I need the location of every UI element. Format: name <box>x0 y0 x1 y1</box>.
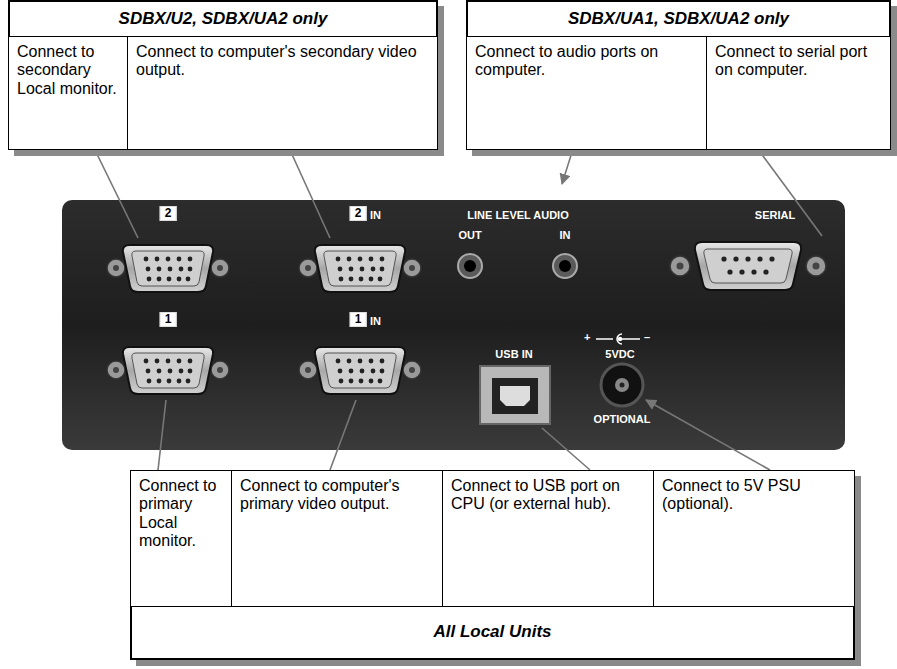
port-label: LINE LEVEL AUDIO <box>467 209 568 221</box>
callout-text: Connect to audio ports on computer. <box>475 43 698 80</box>
port-label: + <box>584 331 590 343</box>
group-heading: SDBX/U2, SDBX/UA2 only <box>10 2 436 36</box>
callout-box: Connect to USB port on CPU (or external … <box>442 470 654 607</box>
callout-text: Connect to 5V PSU (optional). <box>662 477 846 514</box>
audio-jacks <box>458 254 577 278</box>
vga-port <box>299 245 421 292</box>
group-heading: All Local Units <box>132 606 853 658</box>
callout-text: Connect to computer's secondary video ou… <box>136 43 429 80</box>
port-number: 1 <box>160 312 177 327</box>
polarity-symbol <box>596 334 640 344</box>
group-box: All Local Units Connect to primary Local … <box>130 470 855 660</box>
callout-box: Connect to secondary Local monitor. <box>8 36 128 150</box>
callout-box: Connect to computer's primary video outp… <box>231 470 443 607</box>
callout-text: Connect to serial port on computer. <box>715 43 882 80</box>
power-jack <box>601 364 643 406</box>
callout-box: Connect to 5V PSU (optional). <box>653 470 855 607</box>
port-label: OPTIONAL <box>594 413 651 425</box>
group-box: SDBX/U2, SDBX/UA2 onlyConnect to seconda… <box>8 0 438 150</box>
port-number: 1 <box>350 312 367 327</box>
group-heading: SDBX/UA1, SDBX/UA2 only <box>468 2 889 36</box>
port-label: USB IN <box>495 348 532 360</box>
vga-port <box>107 347 229 394</box>
callout-text: Connect to computer's primary video outp… <box>240 477 434 514</box>
port-number: 2 <box>350 206 367 221</box>
panel-body <box>62 200 845 450</box>
callout-box: Connect to primary Local monitor. <box>130 470 232 607</box>
port-label: IN <box>560 229 571 241</box>
port-label: 5VDC <box>605 348 634 360</box>
port-label: OUT <box>458 229 481 241</box>
callout-box: Connect to audio ports on computer. <box>466 36 707 150</box>
group-box: SDBX/UA1, SDBX/UA2 onlyConnect to audio … <box>466 0 891 150</box>
callout-box: Connect to serial port on computer. <box>706 36 891 150</box>
usb-port <box>480 366 550 424</box>
port-label: IN <box>370 315 381 327</box>
callout-text: Connect to primary Local monitor. <box>139 477 223 551</box>
port-label: – <box>644 331 650 343</box>
callout-text: Connect to secondary Local monitor. <box>17 43 119 98</box>
leader-lines <box>95 150 822 470</box>
vga-port <box>299 347 421 394</box>
callout-box: Connect to computer's secondary video ou… <box>127 36 438 150</box>
port-label: SERIAL <box>755 209 795 221</box>
serial-port <box>670 242 826 290</box>
vga-port <box>107 245 229 292</box>
port-number: 2 <box>160 206 177 221</box>
callout-text: Connect to USB port on CPU (or external … <box>451 477 645 514</box>
port-label: IN <box>370 209 381 221</box>
